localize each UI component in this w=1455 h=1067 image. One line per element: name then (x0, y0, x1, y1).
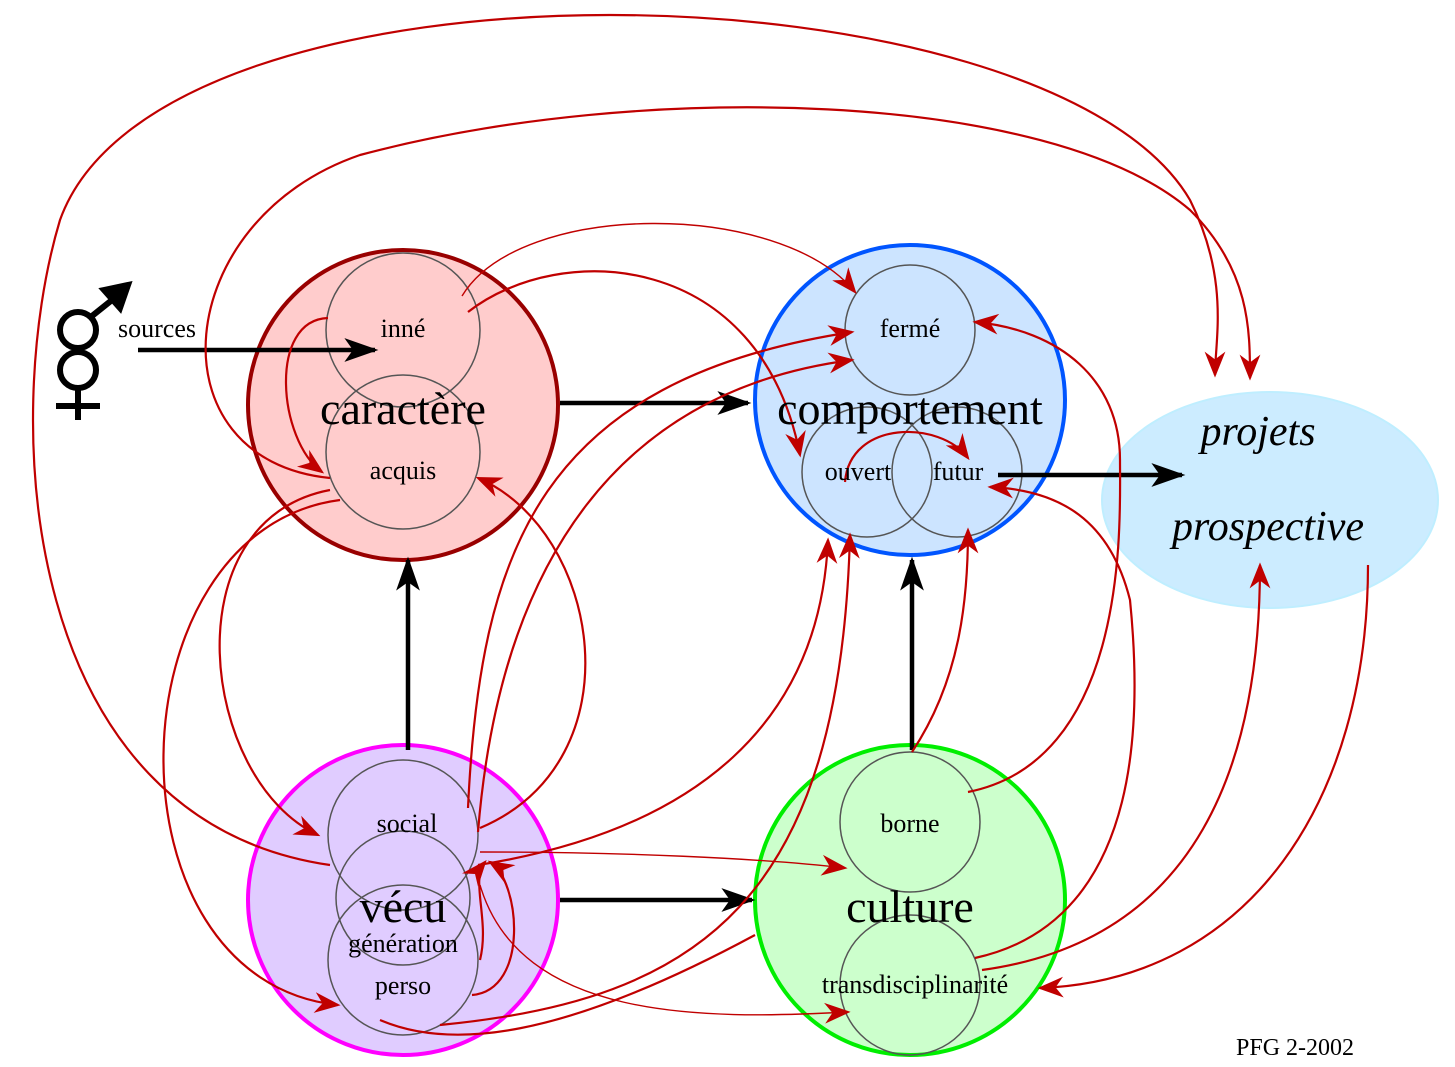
futur-circle (891, 406, 1023, 538)
transdisciplinarite-circle (839, 914, 981, 1056)
vecu-circle (246, 743, 560, 1057)
social-circle (327, 759, 479, 911)
comportement-label: comportement (777, 383, 1043, 434)
red-arrows (32, 14, 1370, 1036)
prospective-label: prospective (1169, 504, 1364, 550)
projets-ellipse (1101, 391, 1439, 609)
futur-label: futur (933, 457, 984, 486)
ferme-label: fermé (880, 314, 941, 343)
inne-circle (325, 252, 481, 408)
borne-label: borne (880, 809, 939, 838)
acquis-label: acquis (370, 456, 436, 485)
signature: PFG 2-2002 (1236, 1035, 1354, 1061)
inne-label: inné (381, 314, 426, 343)
social-label: social (377, 809, 438, 838)
ouvert-circle (801, 406, 933, 538)
vecu-label: vécu (360, 881, 447, 932)
gender-symbols-icon (56, 280, 133, 420)
generation-circle (335, 830, 471, 966)
acquis-circle (325, 374, 481, 530)
perso-label: perso (375, 971, 431, 1000)
culture-label: culture (846, 881, 974, 932)
borne-circle (839, 751, 981, 893)
generation-label: génération (348, 929, 458, 958)
transdisciplinarite-label: transdisciplinarité (822, 970, 1008, 999)
black-arrows (138, 338, 1186, 912)
projets-label: projets (1197, 409, 1315, 455)
ouvert-label: ouvert (825, 457, 892, 486)
perso-circle (327, 884, 479, 1036)
caractere-label: caractère (320, 383, 486, 434)
sources-label: sources (118, 314, 196, 343)
